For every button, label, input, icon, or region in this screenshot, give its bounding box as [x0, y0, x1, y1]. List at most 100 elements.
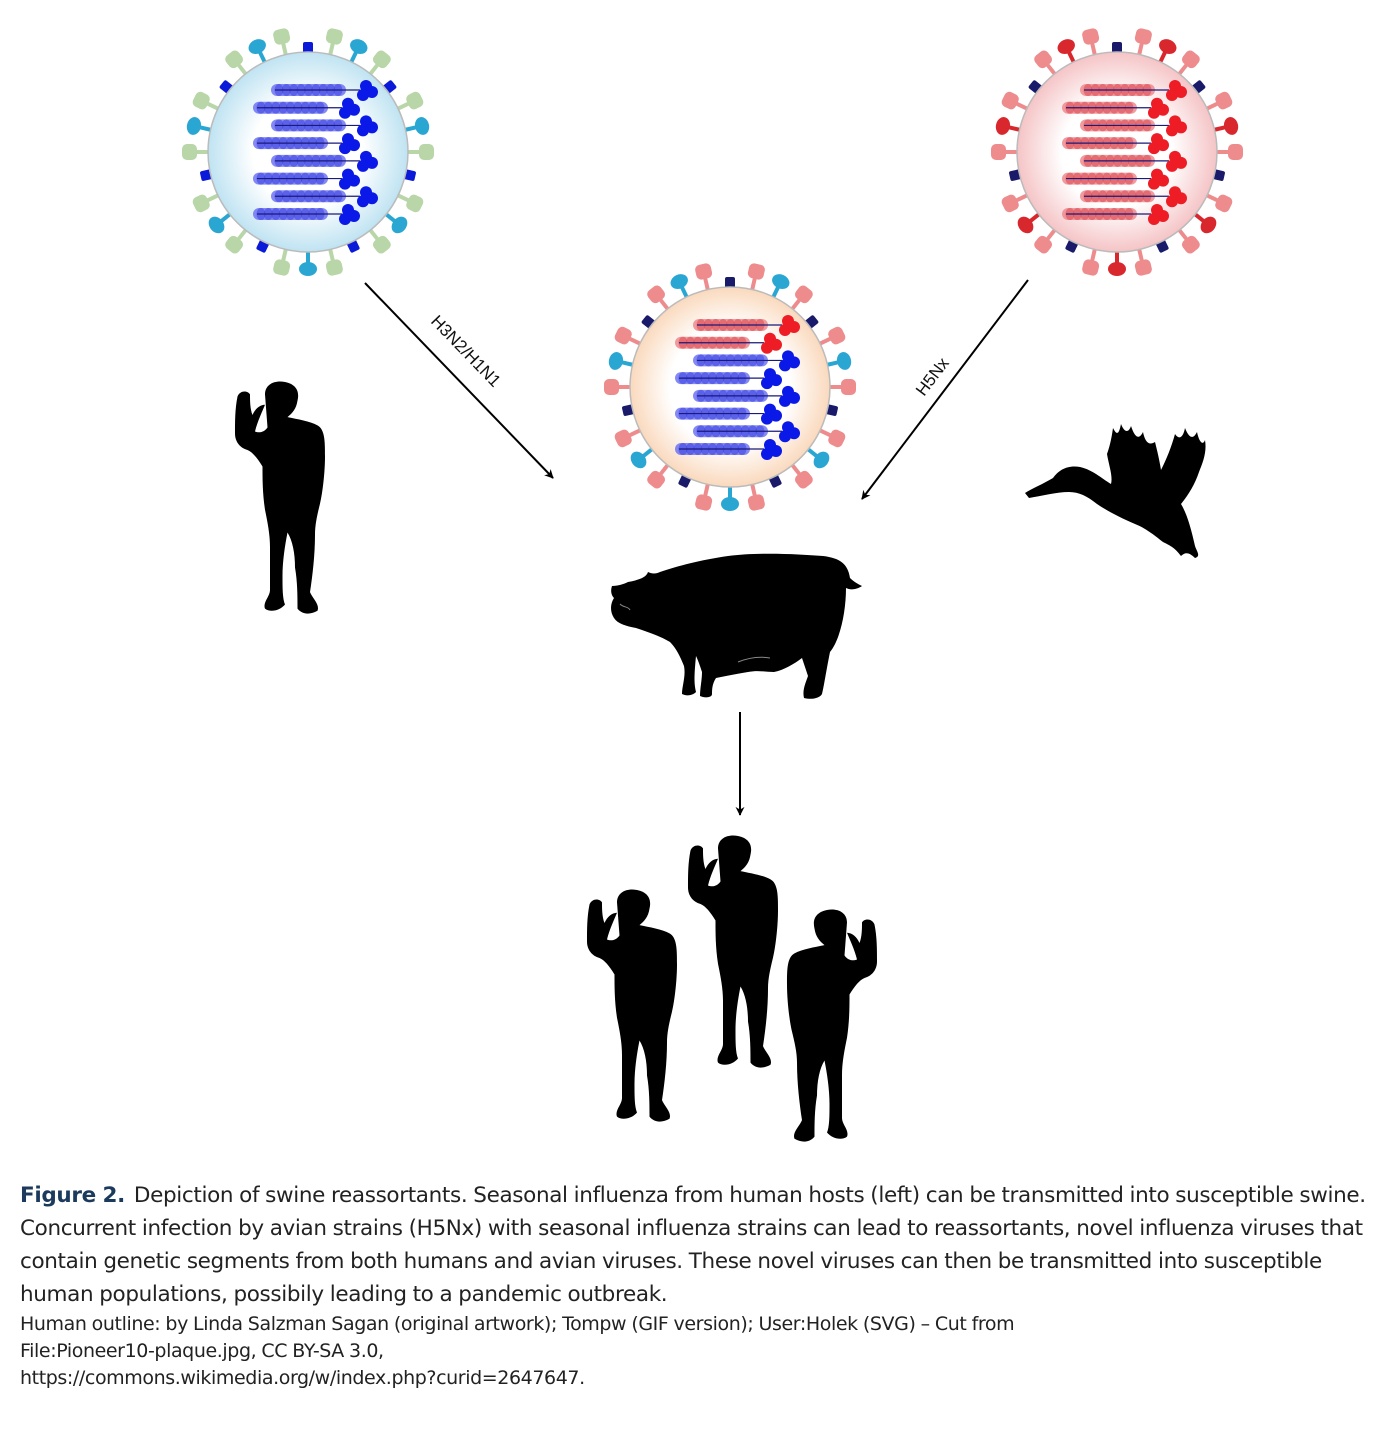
duck-silhouette-icon	[1025, 424, 1206, 558]
polymerase-complex	[779, 315, 800, 336]
arrow-label-h3n2-h1n1: H3N2/H1N1	[427, 312, 504, 391]
rna-segment	[271, 115, 378, 137]
caption-text: Depiction of swine reassortants. Seasona…	[20, 1183, 1366, 1307]
ha-spike	[397, 91, 424, 111]
na-spike	[1193, 212, 1217, 234]
ha-spike	[695, 484, 713, 511]
arrow-human-to-swine	[364, 282, 554, 479]
polymerase-complex	[357, 115, 378, 137]
rna-segment	[693, 421, 800, 443]
rna-segment	[1062, 168, 1169, 190]
na-spike	[1017, 212, 1041, 234]
na-spike	[670, 274, 689, 298]
na-spike	[1158, 39, 1177, 63]
na-spike	[384, 212, 408, 234]
arrow-label-h5nx: H5Nx	[912, 354, 953, 400]
ha-spike	[1177, 50, 1200, 76]
ha-spike	[325, 249, 343, 276]
human-influenza-virus-icon	[182, 28, 434, 276]
rna-segment	[1080, 150, 1187, 172]
polymerase-complex	[761, 403, 782, 425]
ha-spike	[790, 463, 813, 489]
polymerase-complex	[779, 350, 800, 372]
ha-spike	[1134, 28, 1152, 55]
rna-segment	[675, 332, 782, 354]
ha-spike	[192, 91, 219, 111]
viral-envelope	[1016, 51, 1218, 253]
polymerase-complex	[779, 421, 800, 443]
ha-spike	[1001, 193, 1028, 213]
na-spike	[827, 352, 852, 370]
ha-spike	[819, 326, 846, 346]
polymerase-complex	[761, 439, 782, 460]
rna-segment	[1080, 115, 1187, 137]
na-spike	[1057, 39, 1076, 63]
ha-spike	[1206, 193, 1233, 213]
ha-spike	[368, 50, 391, 76]
ha-spike	[182, 144, 208, 160]
polymerase-complex	[339, 204, 360, 225]
human-silhouette-icon	[688, 835, 778, 1068]
rna-segment	[253, 133, 360, 155]
ha-spike	[1034, 228, 1057, 254]
viral-envelope	[207, 51, 409, 253]
polymerase-complex	[339, 97, 360, 119]
polymerase-complex	[1166, 186, 1187, 208]
polymerase-complex	[357, 186, 378, 208]
polymerase-complex	[1166, 150, 1187, 172]
human-body	[235, 381, 325, 614]
polymerase-complex	[1166, 115, 1187, 137]
polymerase-complex	[779, 385, 800, 407]
ha-spike	[1082, 28, 1100, 55]
human-body	[688, 835, 778, 1068]
ha-spike	[273, 249, 291, 276]
ha-spike	[695, 263, 713, 290]
ha-spike	[830, 379, 856, 395]
rna-segment	[1062, 97, 1169, 119]
ha-spike	[991, 144, 1017, 160]
rna-segment	[675, 403, 782, 425]
pig-silhouette-icon	[611, 553, 862, 699]
ha-spike	[273, 28, 291, 55]
avian-influenza-virus-icon	[991, 28, 1243, 276]
rna-segment	[1080, 80, 1187, 101]
human-body	[787, 909, 877, 1142]
rna-segment	[253, 204, 360, 225]
reassortant-virus-icon	[604, 263, 856, 511]
polymerase-complex	[339, 133, 360, 155]
rna-segment	[253, 97, 360, 119]
rna-segment	[253, 168, 360, 190]
polymerase-complex	[357, 150, 378, 172]
ha-spike	[647, 463, 670, 489]
ha-spike	[1217, 144, 1243, 160]
swine-reassortant-diagram: H3N2/H1N1 H5Nx	[182, 28, 1243, 1142]
rna-segment	[1062, 204, 1169, 225]
ha-spike	[408, 144, 434, 160]
ha-spike	[1001, 91, 1028, 111]
rna-segment	[271, 80, 378, 101]
ha-spike	[397, 193, 424, 213]
polymerase-complex	[1148, 97, 1169, 119]
polymerase-complex	[1148, 168, 1169, 190]
rna-segment	[271, 150, 378, 172]
rna-segment	[1080, 186, 1187, 208]
ha-spike	[647, 285, 670, 311]
human-silhouette-icon	[587, 889, 677, 1122]
na-spike	[608, 352, 633, 370]
ha-spike	[1206, 91, 1233, 111]
rna-segment	[1062, 133, 1169, 155]
credit-line: Human outline: by Linda Salzman Sagan (o…	[20, 1313, 1015, 1335]
ha-spike	[1134, 249, 1152, 276]
polymerase-complex	[339, 168, 360, 190]
ha-spike	[225, 50, 248, 76]
ha-spike	[192, 193, 219, 213]
rna-segment	[693, 350, 800, 372]
ha-spike	[368, 228, 391, 254]
figure-label: Figure 2.	[20, 1183, 125, 1208]
polymerase-complex	[761, 332, 782, 354]
na-spike	[995, 117, 1020, 135]
na-spike	[248, 39, 267, 63]
na-spike	[630, 447, 654, 469]
ha-spike	[747, 484, 765, 511]
ha-spike	[819, 428, 846, 448]
